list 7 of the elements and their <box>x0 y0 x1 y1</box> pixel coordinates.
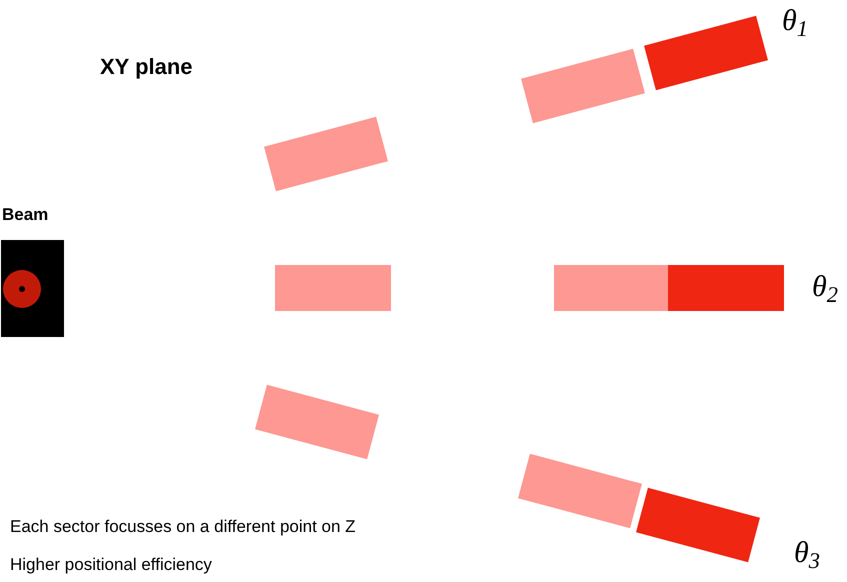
angle-label: θ$_{3}$ <box>794 535 820 572</box>
note-text: Higher positional efficiency <box>10 554 212 576</box>
beam-label: Beam <box>2 204 48 226</box>
note-text: Each sector focusses on a different point on Z <box>10 516 356 538</box>
angle-label: θ$_{2}$ <box>812 269 838 306</box>
diagram-title: XY plane <box>100 53 193 81</box>
angle-label: θ$_{1}$ <box>782 3 808 40</box>
